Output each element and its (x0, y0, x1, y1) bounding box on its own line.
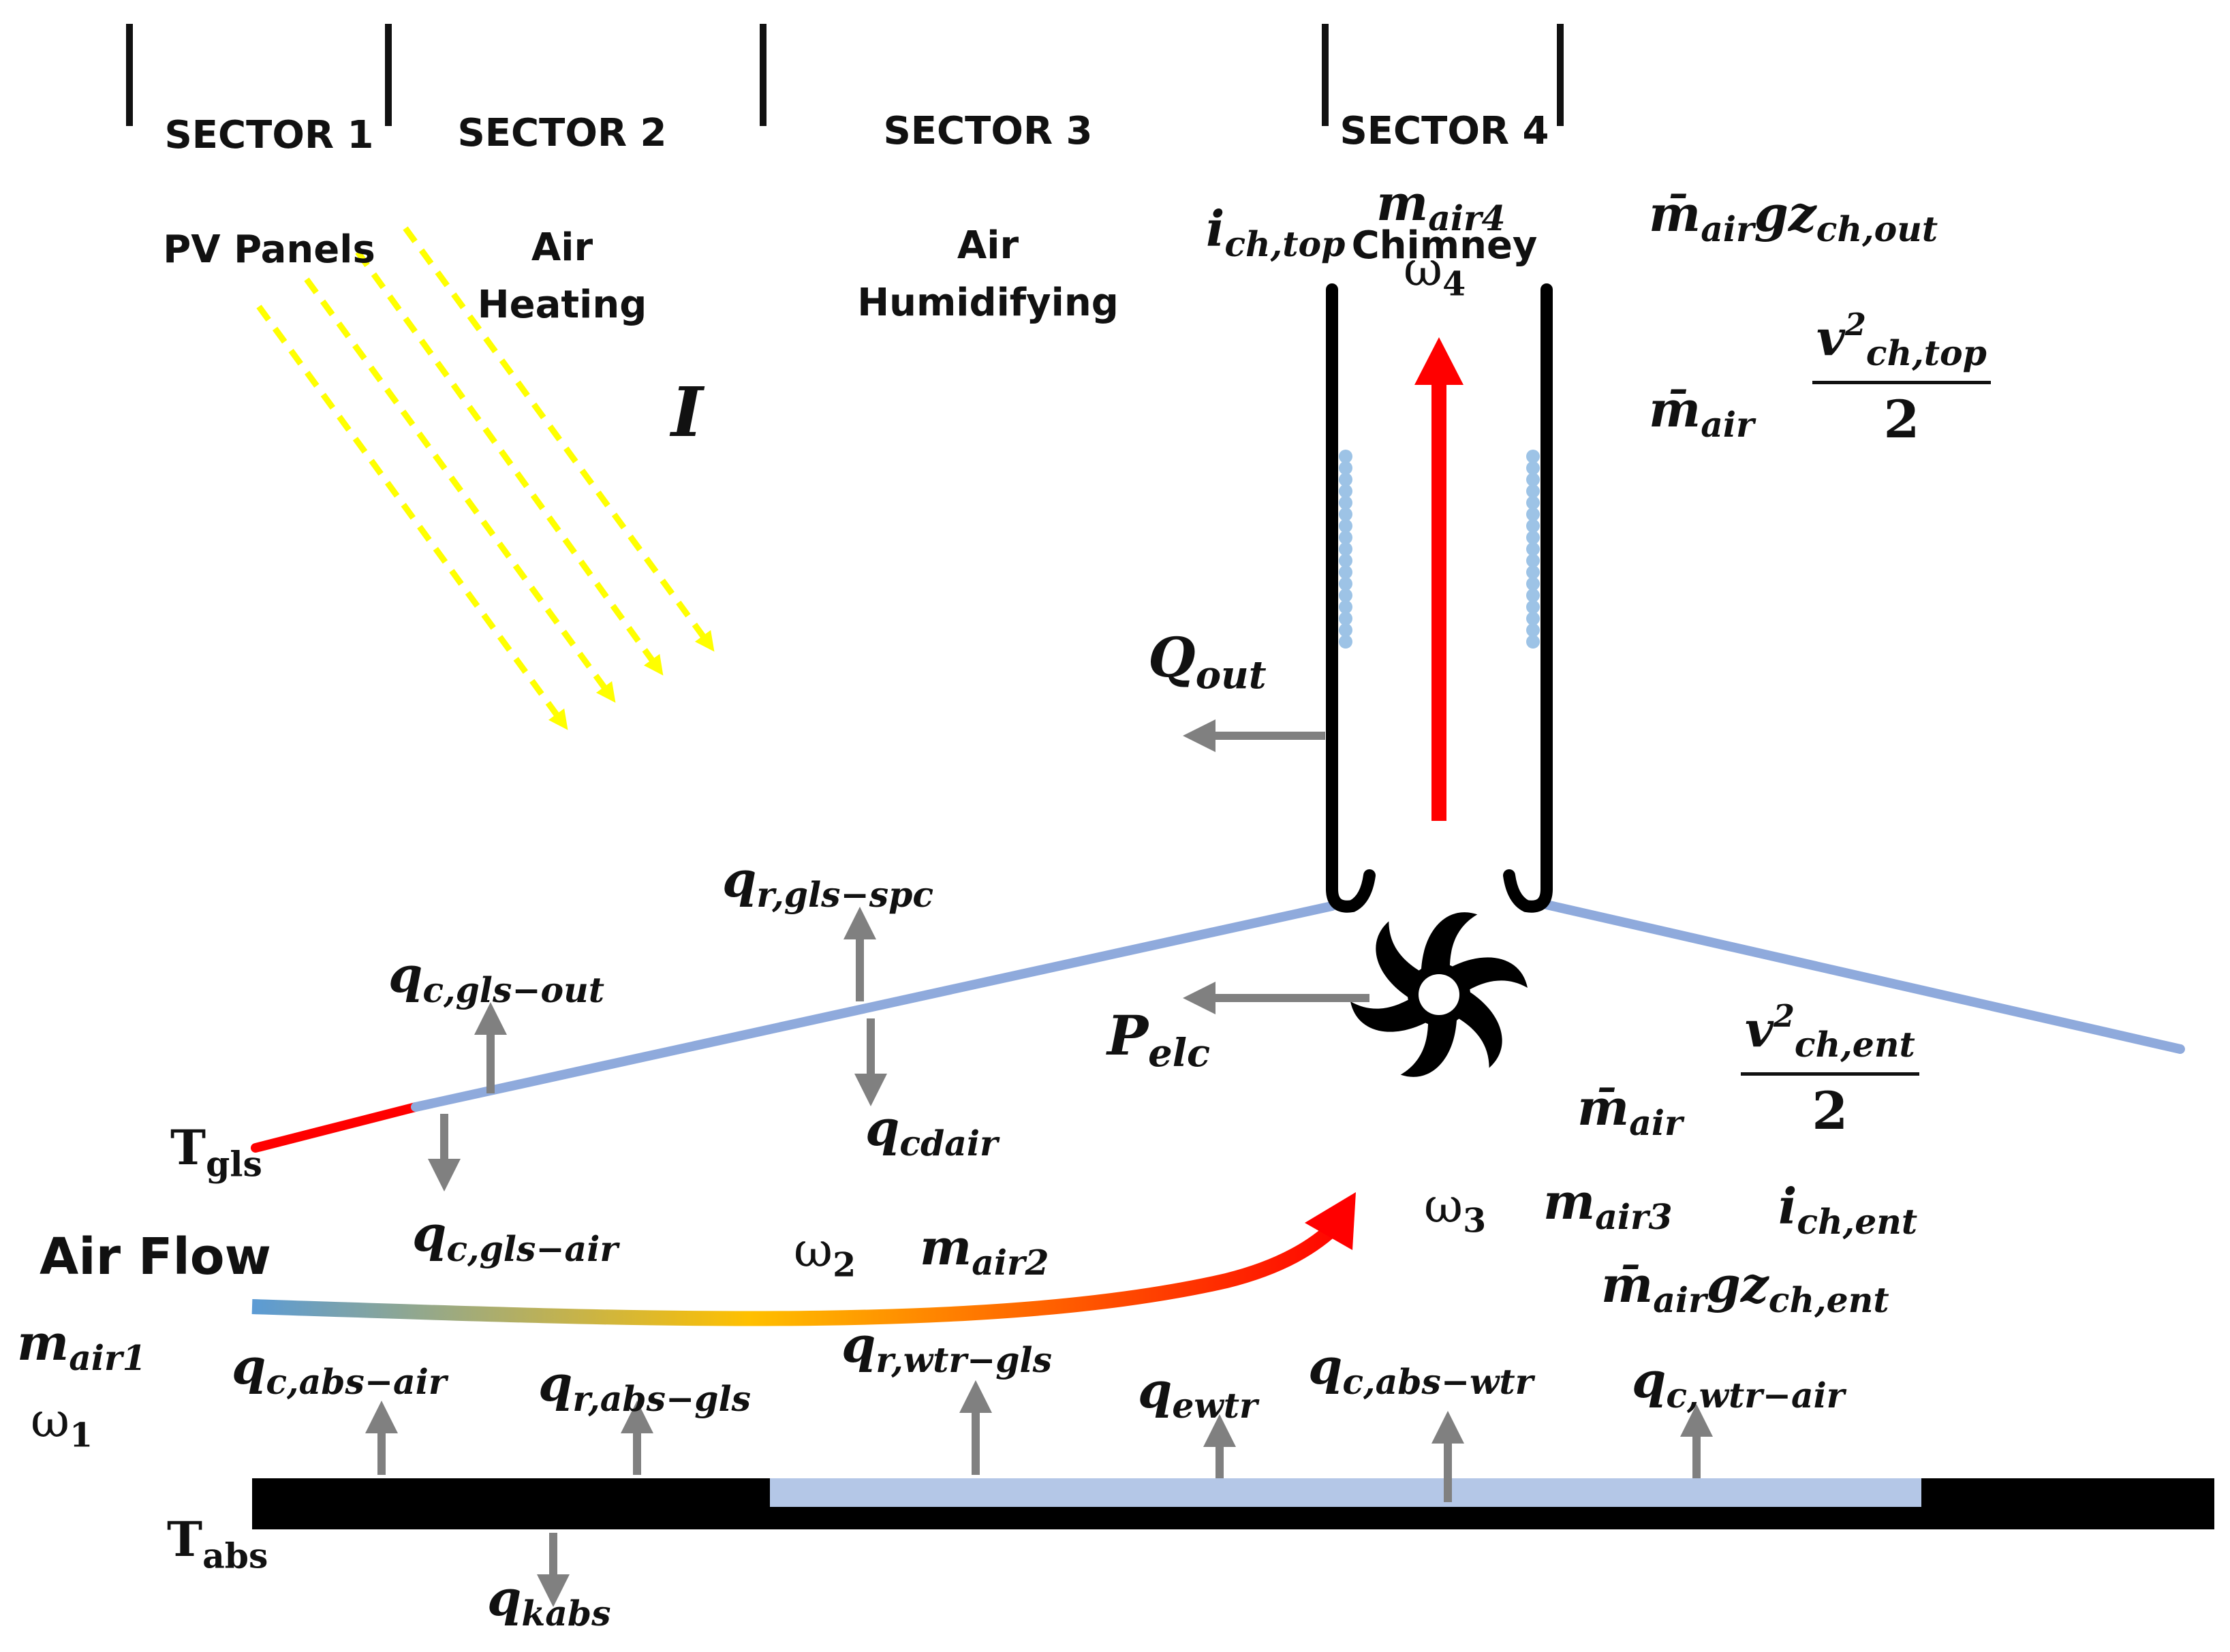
condensate-droplet (1339, 589, 1352, 602)
mbar-air-ent-label: m̄air (1577, 1078, 1683, 1144)
condensate-droplet (1526, 612, 1540, 625)
omega4-label: ω4 (1404, 241, 1466, 304)
condensate-droplet (1526, 589, 1540, 602)
condensate-droplet (1339, 508, 1352, 521)
condensate-droplet (1339, 612, 1352, 625)
m-air1-label: mair1 (17, 1313, 146, 1379)
air-flow-arrowhead (1305, 1192, 1356, 1250)
sector-1-desc: PV Panels (163, 228, 375, 272)
condensate-droplet (1339, 600, 1352, 614)
condensate-droplet (1526, 554, 1540, 567)
sector-3-header: SECTOR 3 Air Humidifying (818, 46, 1158, 332)
mbar-air-gz-ch-out-label: m̄airgzch,out (1649, 185, 1938, 250)
q-ewtr-label: qewtr (1138, 1361, 1258, 1427)
heat-flux-arrows (365, 719, 1713, 1607)
sector-1-title: SECTOR 1 (164, 113, 374, 157)
sun-rays (256, 226, 715, 730)
sector-4-title: SECTOR 4 (1339, 109, 1549, 153)
q-kabs-label: qkabs (487, 1569, 611, 1634)
condensate-droplet (1339, 554, 1352, 567)
condensate-droplet (1526, 508, 1540, 521)
air-flow-curve (251, 1217, 1344, 1326)
fan-icon (1350, 912, 1528, 1077)
q-c-gls-out-label: qc,gls−out (388, 946, 605, 1011)
sector-1-header: SECTOR 1 PV Panels (143, 50, 395, 279)
condensate-droplet (1526, 542, 1540, 556)
condensate-droplet (1526, 600, 1540, 614)
condensate-droplet (1339, 542, 1352, 556)
condensate-droplet (1339, 577, 1352, 591)
sector-4-header: SECTOR 4 Chimney (1329, 46, 1560, 275)
chimney-flow-arrowhead (1414, 337, 1464, 385)
condensate-droplet (1339, 473, 1352, 486)
condensate-droplet (1526, 473, 1540, 486)
glass-cover-right (1542, 900, 2185, 1054)
t-gls-label: Tgls (170, 1119, 262, 1185)
irradiance-label: I (671, 372, 703, 452)
m-air4-label: mair4 (1376, 174, 1506, 239)
condensate-droplet (1526, 565, 1540, 579)
q-out-label: Qout (1148, 625, 1267, 698)
omega2-label: ω2 (794, 1222, 856, 1285)
sector-3-desc: Air Humidifying (857, 223, 1119, 325)
condensate-droplet (1526, 484, 1540, 498)
m-air2-label: mair2 (920, 1218, 1049, 1283)
condensate-droplet (1339, 531, 1352, 544)
p-elc-label: Pelc (1107, 1003, 1211, 1076)
condensate-droplet (1339, 450, 1352, 463)
i-ch-ent-label: ich,ent (1778, 1177, 1918, 1243)
condensate-droplet (1526, 496, 1540, 510)
condensate-droplet (1526, 635, 1540, 649)
condensate-droplet (1526, 623, 1540, 637)
condensate-droplet (1339, 565, 1352, 579)
condensate-droplet (1339, 496, 1352, 510)
sector-dividers (126, 24, 1564, 126)
condensate-droplets (1339, 450, 1540, 649)
sector-2-header: SECTOR 2 Air Heating (426, 48, 698, 334)
glass-cover-hot-segment (251, 1102, 420, 1153)
condensate-droplet (1339, 519, 1352, 533)
condensate-droplet (1526, 519, 1540, 533)
sector-3-title: SECTOR 3 (883, 109, 1093, 153)
condensate-droplet (1339, 461, 1352, 475)
velocity-ent-fraction: v2ch,ent 2 (1741, 1001, 1919, 1137)
mbar-air-gz-ch-ent-label: m̄airgzch,ent (1601, 1256, 1889, 1321)
omega3-label: ω3 (1424, 1178, 1487, 1241)
condensate-droplet (1526, 450, 1540, 463)
glass-cover-left (411, 901, 1337, 1112)
q-r-gls-spc-label: qr,gls−spc (722, 850, 934, 916)
sector-2-desc: Air Heating (477, 225, 647, 327)
q-c-wtr-air-label: qc,wtr−air (1632, 1351, 1845, 1416)
q-cdair-label: qcdair (865, 1099, 998, 1164)
q-r-abs-gls-label: qr,abs−gls (538, 1354, 751, 1420)
q-c-gls-air-label: qc,gls−air (412, 1204, 618, 1270)
chimney (1326, 283, 1553, 913)
q-c-abs-air-label: qc,abs−air (232, 1337, 447, 1403)
i-ch-top-label: ich,top (1206, 200, 1346, 265)
condensate-droplet (1526, 461, 1540, 475)
velocity-top-fraction: v2ch,top 2 (1812, 309, 1991, 446)
condensate-droplet (1339, 623, 1352, 637)
m-air3-label: mair3 (1543, 1172, 1673, 1238)
sector-2-title: SECTOR 2 (457, 111, 667, 155)
condensate-droplet (1526, 577, 1540, 591)
water-layer (770, 1478, 1921, 1507)
air-flow-label: Air Flow (40, 1228, 272, 1286)
condensate-droplet (1526, 531, 1540, 544)
q-r-wtr-gls-label: qr,wtr−gls (841, 1315, 1052, 1381)
condensate-droplet (1339, 484, 1352, 498)
sector-4-desc: Chimney (1351, 223, 1538, 268)
mbar-air-top-label: m̄air (1649, 380, 1754, 446)
q-c-abs-wtr-label: qc,abs−wtr (1308, 1337, 1534, 1403)
t-abs-label: Tabs (167, 1511, 268, 1576)
condensate-droplet (1339, 635, 1352, 649)
omega1-label: ω1 (31, 1392, 93, 1455)
